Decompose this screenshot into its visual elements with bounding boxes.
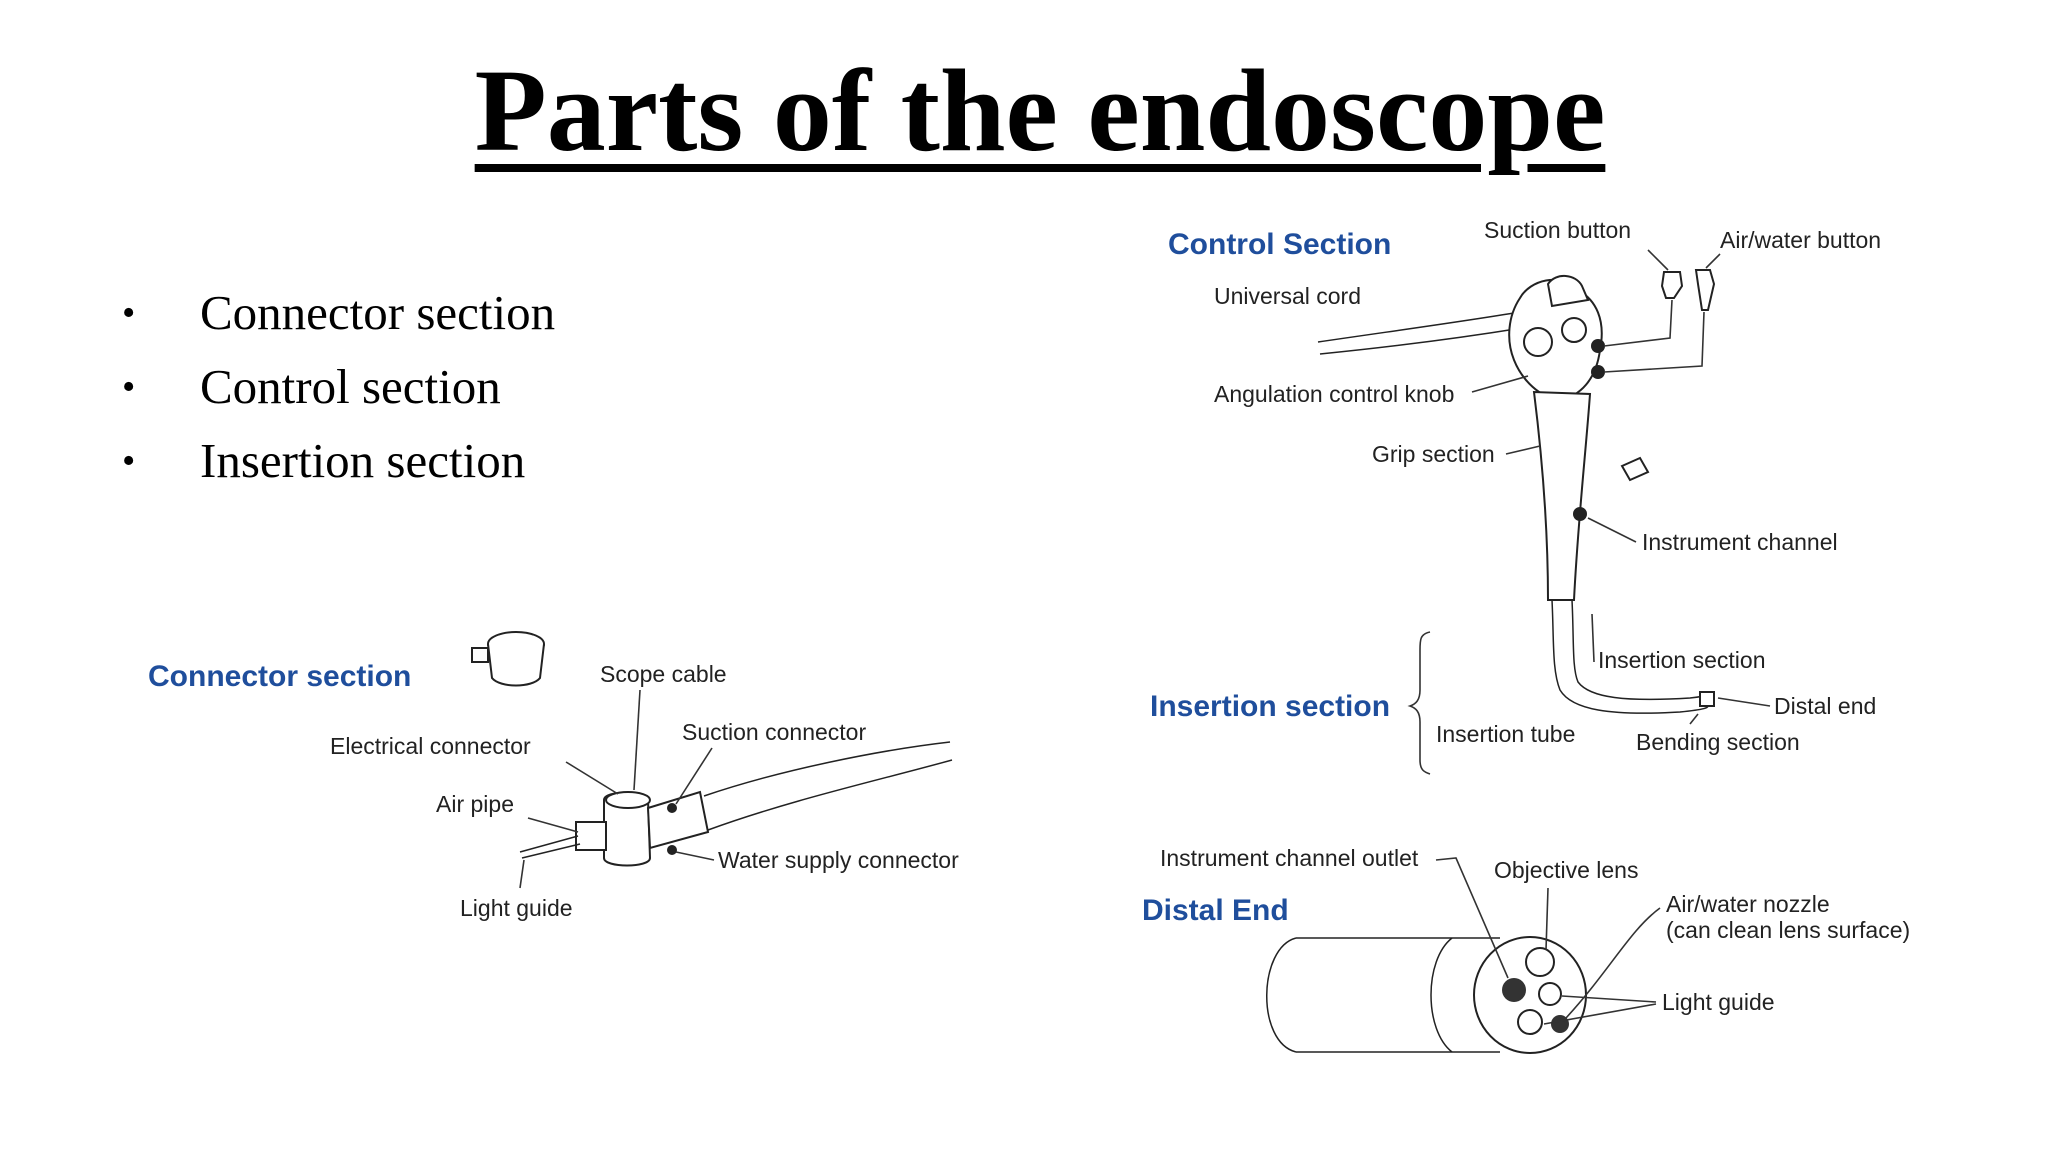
airwater-button-shape: [1694, 269, 1716, 311]
angulation-knob-label: Angulation control knob: [1214, 381, 1454, 407]
air-pipe-shape: [519, 835, 579, 853]
control-section-heading: Control Section: [1168, 228, 1391, 261]
bullet-list: • Connector section • Control section • Ins…: [118, 278, 555, 500]
insertion-section-heading: Insertion section: [1150, 690, 1390, 723]
leader-line: [1689, 713, 1699, 725]
insertion-tube-shape: [1551, 599, 1713, 714]
angulation-knob-shape: [1561, 317, 1587, 343]
insertion-section-diagram: Insertion section Insertion section Inse…: [1150, 613, 1876, 775]
scope-cable-label: Scope cable: [600, 661, 727, 687]
air-pipe-housing-shape: [575, 821, 607, 851]
leader-line: [1471, 375, 1529, 393]
distal-end-heading: Distal End: [1142, 894, 1289, 927]
electrical-connector-shape: [605, 791, 651, 809]
nozzle-shape: [1551, 1015, 1569, 1033]
distal-end-tip-shape: [1699, 691, 1715, 707]
instrument-outlet-label: Instrument channel outlet: [1160, 845, 1419, 871]
leader-line: [1543, 1003, 1657, 1025]
leader-line: [1717, 697, 1771, 707]
leader-line: [1561, 995, 1657, 1003]
objective-lens-shape: [1525, 947, 1555, 977]
leader-line: [1565, 907, 1661, 1019]
control-top-shape: [1546, 275, 1590, 308]
control-section-diagram: Control Section Suction button Air/water…: [1168, 217, 1881, 714]
insertion-section-label: Insertion section: [1598, 647, 1765, 673]
distal-light-guide-label: Light guide: [1662, 989, 1775, 1015]
suction-valve-shape: [1591, 339, 1605, 353]
instrument-outlet-shape: [1502, 978, 1526, 1002]
leader-line: [1545, 887, 1549, 951]
nozzle-label-line1: Air/water nozzle: [1666, 891, 1830, 917]
water-supply-connector-shape: [667, 845, 677, 855]
leader-line: [675, 747, 713, 805]
connector-section-diagram: Connector section Scope cable Electrical…: [148, 631, 959, 921]
light-guide-shape: [1517, 1009, 1543, 1035]
air-pipe-label: Air pipe: [436, 791, 514, 817]
airwater-valve-shape: [1591, 365, 1605, 379]
suction-connector-label: Suction connector: [682, 719, 866, 745]
leader-line: [1591, 613, 1595, 663]
bullet-dot: •: [122, 292, 136, 334]
water-supply-connector-label: Water supply connector: [718, 847, 959, 873]
distal-cylinder-shape: [1266, 937, 1297, 1053]
cable-housing-shape: [646, 790, 710, 850]
channel-cap-shape: [1620, 456, 1650, 482]
universal-cord-shape: [1317, 311, 1521, 343]
grip-shape: [1532, 390, 1592, 601]
universal-cord-label: Universal cord: [1214, 283, 1361, 309]
leader-line: [1435, 857, 1509, 979]
scope-cable-shape: [707, 759, 953, 831]
distal-end-diagram: Distal End Instrument channel outlet Obj…: [1142, 845, 1910, 1054]
suction-connector-shape: [667, 803, 677, 813]
insertion-brace-shape: [1407, 631, 1431, 775]
electrical-connector-label: Electrical connector: [330, 733, 531, 759]
bullet-text: Control section: [200, 359, 501, 414]
bullet-dot: •: [122, 366, 136, 408]
instrument-channel-port-shape: [1573, 507, 1587, 521]
suction-button-shape: [1660, 271, 1684, 299]
grip-section-label: Grip section: [1372, 441, 1495, 467]
electrical-cap-shape: [471, 647, 489, 663]
slide-title: Parts of the endoscope: [474, 45, 1606, 176]
leader-line: [565, 761, 619, 795]
leader-line: [1603, 299, 1673, 347]
suction-button-label: Suction button: [1484, 217, 1631, 243]
bullet-text: Insertion section: [200, 433, 526, 488]
bullet-item: • Connector section: [118, 278, 555, 352]
scope-cable-shape: [703, 741, 951, 797]
leader-line: [1647, 249, 1669, 271]
nozzle-label-line2: (can clean lens surface): [1666, 917, 1910, 943]
universal-cord-shape: [1319, 327, 1523, 355]
leader-line: [1505, 445, 1541, 455]
leader-line: [527, 817, 579, 833]
bullet-item: • Insertion section: [118, 426, 555, 500]
instrument-channel-label: Instrument channel: [1642, 529, 1838, 555]
airwater-button-label: Air/water button: [1720, 227, 1881, 253]
leader-line: [519, 859, 525, 889]
light-guide-label: Light guide: [460, 895, 573, 921]
bullet-text: Connector section: [200, 285, 556, 340]
connector-section-heading: Connector section: [148, 660, 411, 693]
leader-line: [1587, 517, 1637, 543]
bending-section-label: Bending section: [1636, 729, 1800, 755]
leader-line: [1705, 253, 1721, 269]
bullet-dot: •: [122, 440, 136, 482]
light-guide-shape: [521, 843, 581, 859]
bullet-item: • Control section: [118, 352, 555, 426]
objective-lens-label: Objective lens: [1494, 857, 1638, 883]
leader-line: [633, 689, 641, 791]
leader-line: [1603, 311, 1705, 373]
distal-end-label: Distal end: [1774, 693, 1876, 719]
insertion-tube-label: Insertion tube: [1436, 721, 1575, 747]
electrical-cap-shape: [487, 643, 545, 687]
light-guide-shape: [1538, 982, 1562, 1006]
distal-cylinder-shape: [1430, 937, 1453, 1053]
angulation-knob-shape: [1523, 327, 1553, 357]
leader-line: [675, 851, 715, 861]
